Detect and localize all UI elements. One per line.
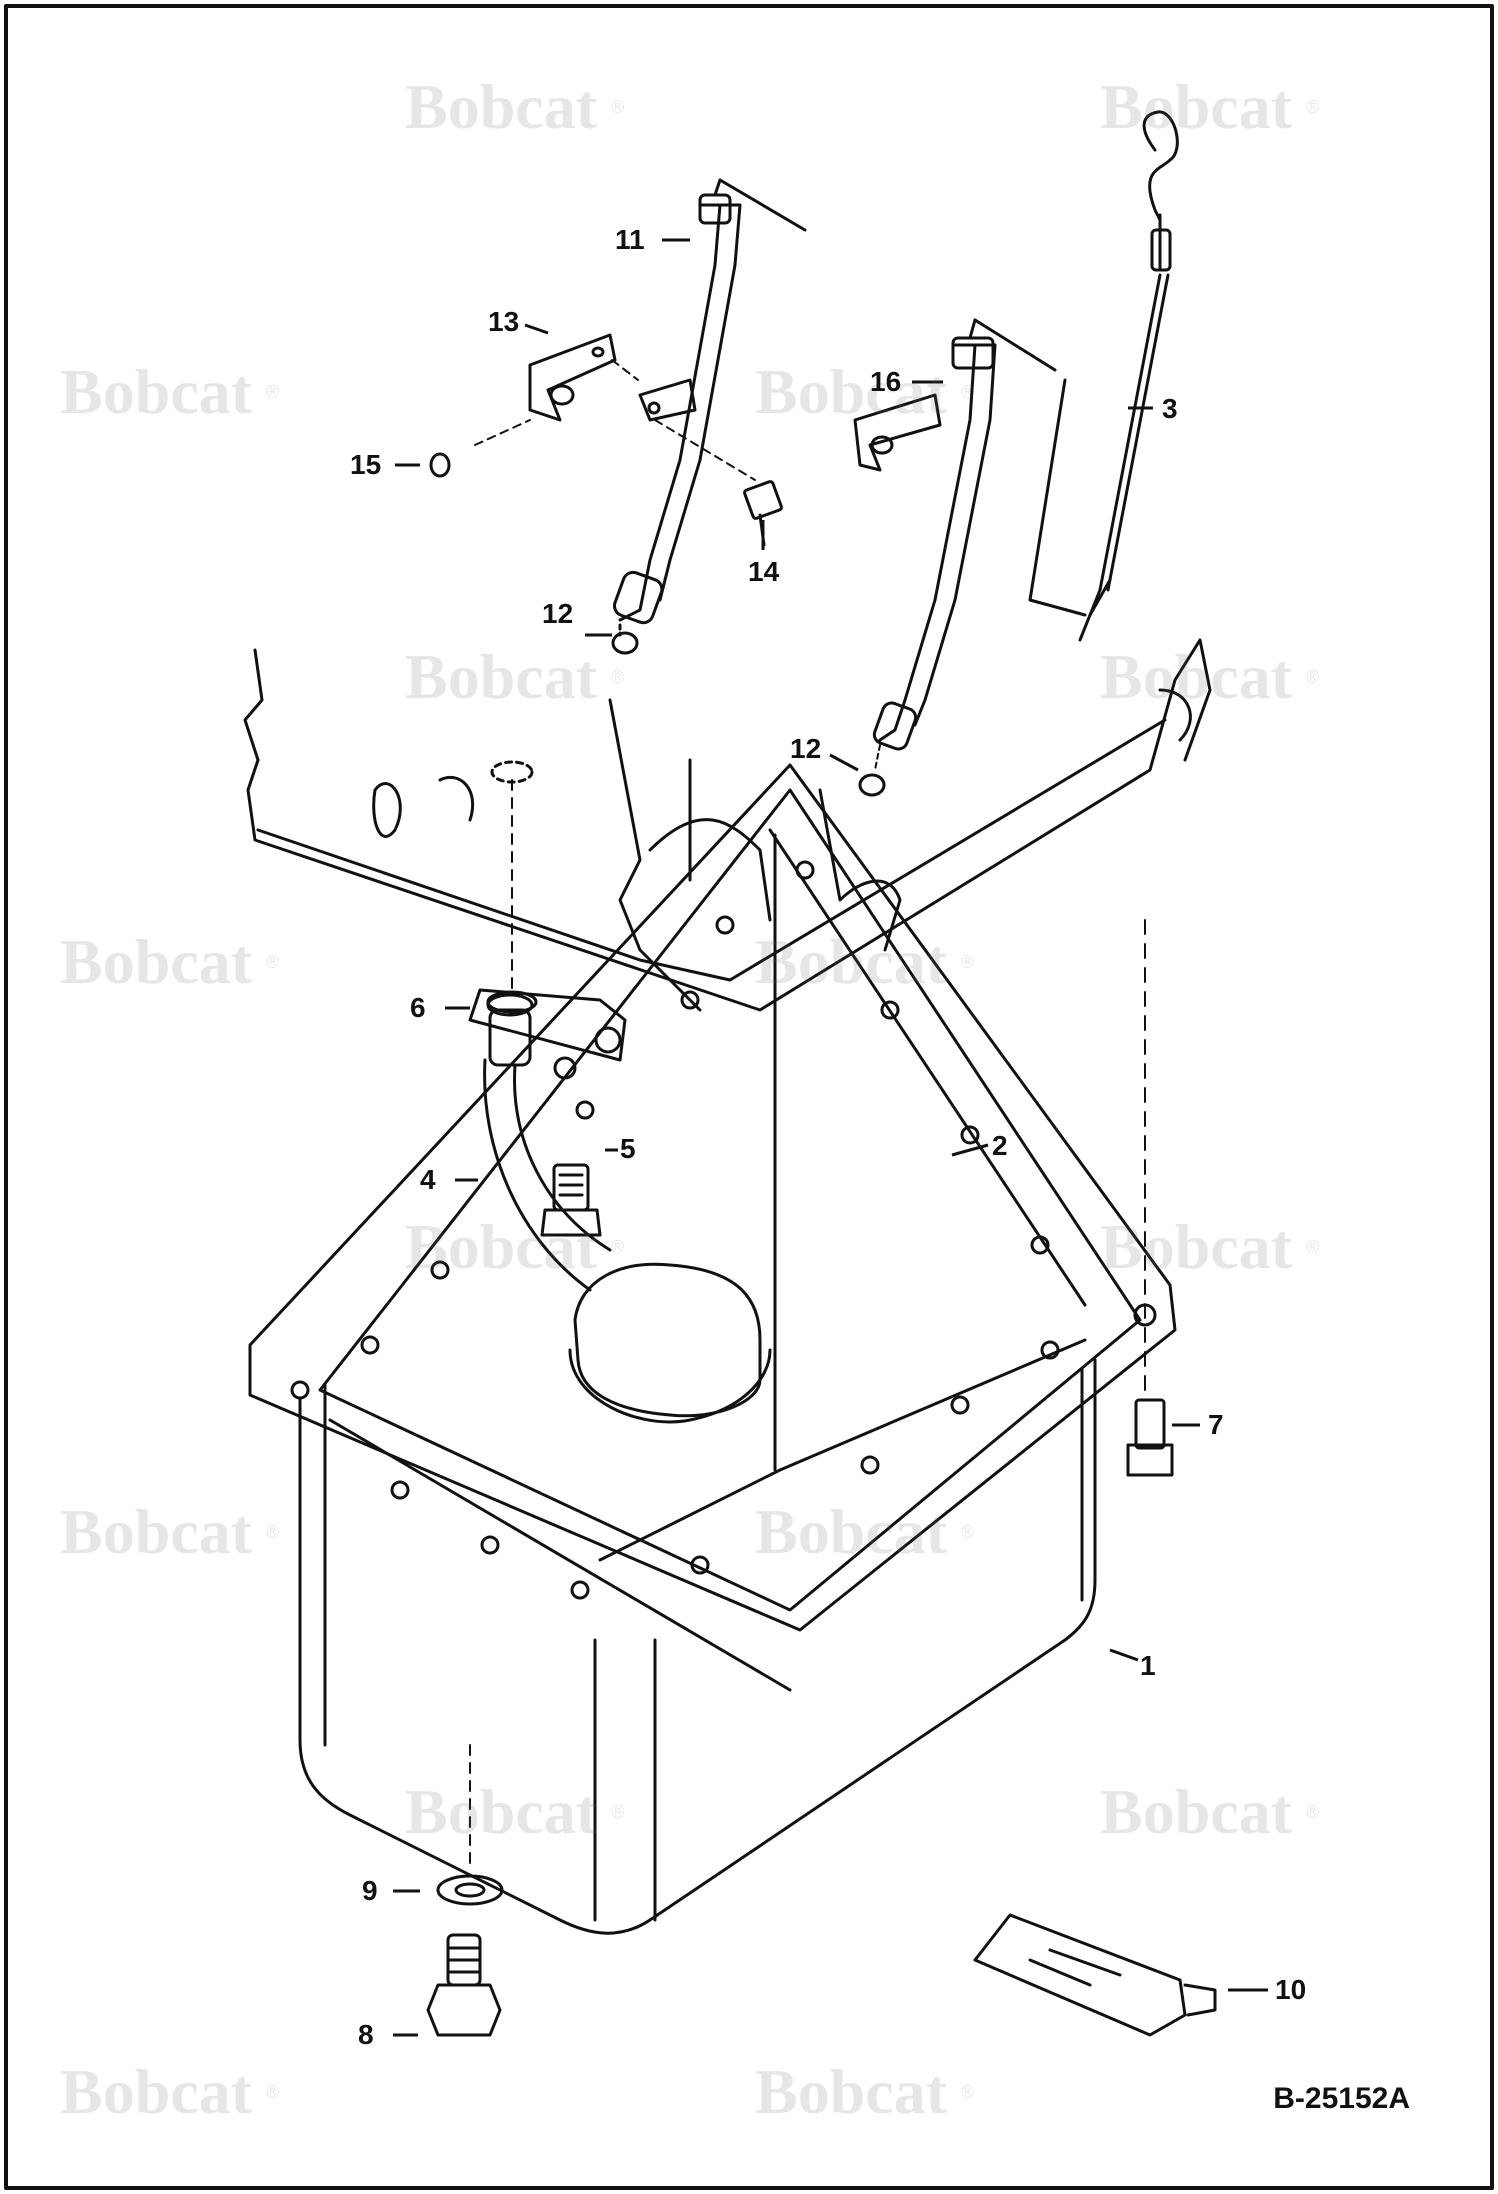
watermark: Bobcat ® xyxy=(755,1495,974,1569)
watermark-reg: ® xyxy=(961,381,975,402)
watermark-text: Bobcat xyxy=(405,641,597,712)
oil-strainer xyxy=(468,988,772,1424)
bolt-5 xyxy=(540,1163,602,1237)
bolt-7 xyxy=(1126,919,1174,1477)
watermark-text: Bobcat xyxy=(755,1496,947,1567)
dipstick-3 xyxy=(1078,110,1179,642)
watermark-reg: ® xyxy=(266,381,280,402)
callout-6: 6 xyxy=(410,992,426,1023)
watermark-reg: ® xyxy=(611,1236,625,1257)
watermark-text: Bobcat xyxy=(1100,641,1292,712)
watermark: Bobcat ® xyxy=(1100,1210,1319,1284)
callout-12b: 12 xyxy=(790,733,822,764)
bracket-13 xyxy=(528,333,697,422)
watermark-text: Bobcat xyxy=(1100,71,1292,142)
callout-16: 16 xyxy=(870,366,902,397)
callout-7: 7 xyxy=(1208,1409,1224,1440)
watermark-text: Bobcat xyxy=(755,926,947,997)
callout-10: 10 xyxy=(1275,1974,1307,2005)
watermark-text: Bobcat xyxy=(405,1211,597,1282)
callout-14: 14 xyxy=(748,556,780,587)
callout-9: 9 xyxy=(362,1875,378,1906)
watermark: Bobcat ® xyxy=(405,1775,624,1849)
leader-lines xyxy=(393,238,1268,2037)
oil-pan xyxy=(248,763,1177,1935)
watermark-reg: ® xyxy=(611,1801,625,1822)
callout-13: 13 xyxy=(488,306,520,337)
watermark-reg: ® xyxy=(1306,96,1320,117)
watermark-reg: ® xyxy=(961,951,975,972)
watermark: Bobcat ® xyxy=(405,1210,624,1284)
watermark-text: Bobcat xyxy=(1100,1776,1292,1847)
seal-15 xyxy=(429,452,451,478)
watermark: Bobcat ® xyxy=(1100,640,1319,714)
watermark-reg: ® xyxy=(961,1521,975,1542)
dipstick-guide-16 xyxy=(853,318,1057,771)
callout-4: 4 xyxy=(420,1164,436,1195)
watermark-text: Bobcat xyxy=(60,2056,252,2127)
callout-2: 2 xyxy=(992,1130,1008,1161)
dipstick-guide-11 xyxy=(612,178,807,625)
watermark: Bobcat ® xyxy=(60,1495,279,1569)
watermark-reg: ® xyxy=(1306,1801,1320,1822)
watermark-text: Bobcat xyxy=(1100,1211,1292,1282)
watermark-reg: ® xyxy=(1306,666,1320,687)
watermark: Bobcat ® xyxy=(755,2055,974,2129)
watermark-reg: ® xyxy=(611,666,625,687)
watermark: Bobcat ® xyxy=(60,2055,279,2129)
washer-9 xyxy=(436,1744,504,1906)
watermark-text: Bobcat xyxy=(755,356,947,427)
watermark-reg: ® xyxy=(266,2081,280,2102)
diagram-border xyxy=(4,4,1494,2190)
watermark-text: Bobcat xyxy=(405,71,597,142)
watermark: Bobcat ® xyxy=(755,925,974,999)
watermark: Bobcat ® xyxy=(405,70,624,144)
watermark: Bobcat ® xyxy=(60,355,279,429)
watermark-reg: ® xyxy=(611,96,625,117)
flange-holes xyxy=(290,860,1157,1600)
watermark: Bobcat ® xyxy=(1100,70,1319,144)
watermark-reg: ® xyxy=(266,951,280,972)
watermark-reg: ® xyxy=(1306,1236,1320,1257)
watermark-reg: ® xyxy=(961,2081,975,2102)
watermark: Bobcat ® xyxy=(405,640,624,714)
callout-1: 1 xyxy=(1140,1650,1156,1681)
callout-5: 5 xyxy=(620,1133,636,1164)
watermark-text: Bobcat xyxy=(755,2056,947,2127)
watermark-reg: ® xyxy=(266,1521,280,1542)
figure-reference: B-25152A xyxy=(1273,2082,1410,2115)
engine-block xyxy=(243,638,1212,1012)
o-ring-12b xyxy=(858,773,886,797)
watermark-text: Bobcat xyxy=(60,926,252,997)
o-ring-12a xyxy=(611,631,639,655)
callout-11: 11 xyxy=(615,224,645,255)
watermark-text: Bobcat xyxy=(60,356,252,427)
watermark: Bobcat ® xyxy=(1100,1775,1319,1849)
callout-15: 15 xyxy=(350,449,382,480)
callout-8: 8 xyxy=(358,2019,374,2050)
watermark: Bobcat ® xyxy=(60,925,279,999)
watermark-text: Bobcat xyxy=(60,1496,252,1567)
callout-12a: 12 xyxy=(542,598,574,629)
callout-3: 3 xyxy=(1162,393,1178,424)
watermark: Bobcat ® xyxy=(755,355,974,429)
sealant-tube-10 xyxy=(973,1913,1217,2037)
o-ring-6 xyxy=(486,990,538,1014)
watermark-text: Bobcat xyxy=(405,1776,597,1847)
drain-plug-8 xyxy=(426,1933,502,2037)
